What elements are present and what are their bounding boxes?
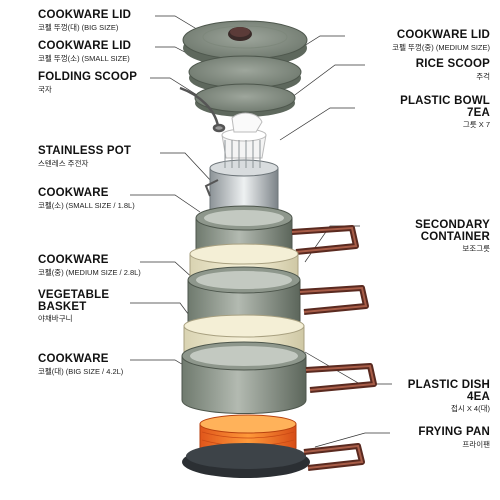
- label-title: COOKWARE: [38, 187, 109, 199]
- small-lid: [194, 83, 296, 117]
- label-subtitle: 코펠(대) (BIG SIZE / 4.2L): [38, 366, 124, 376]
- label-title: PLASTIC DISH 4EA: [407, 379, 490, 403]
- label-plastic-dish: PLASTIC DISH 4EA 접시 X 4(대): [390, 379, 490, 413]
- label-subtitle: 코펠 뚜껑(중) (MEDIUM SIZE): [392, 42, 490, 52]
- label-title: FRYING PAN: [418, 426, 490, 438]
- label-title: SECONDARY CONTAINER: [415, 219, 490, 243]
- label-rice-scoop: RICE SCOOP 주걱: [415, 58, 490, 81]
- label-cookware-small: COOKWARE 코펠(소) (SMALL SIZE / 1.8L): [38, 187, 135, 210]
- label-title: COOKWARE LID: [396, 29, 490, 41]
- label-subtitle: 그릇 X 7: [462, 120, 490, 129]
- big-lid: [182, 20, 308, 67]
- label-cookware-lid-small: COOKWARE LID 코펠 뚜껑(소) (SMALL SIZE): [38, 40, 132, 63]
- plastic-bowls: [221, 112, 267, 159]
- label-title: FOLDING SCOOP: [38, 71, 138, 83]
- label-secondary-container: SECONDARY CONTAINER 보조그릇: [380, 219, 490, 253]
- label-cookware-lid-big: COOKWARE LID 코펠 뚜껑(대) (BIG SIZE): [38, 9, 132, 32]
- label-subtitle: 국자: [38, 84, 52, 94]
- label-subtitle: 접시 X 4(대): [450, 404, 490, 413]
- label-title: VEGETABLE BASKET: [38, 289, 110, 313]
- label-title: COOKWARE: [38, 254, 109, 266]
- label-subtitle: 코펠 뚜껑(대) (BIG SIZE): [38, 22, 119, 32]
- label-plastic-bowl: PLASTIC BOWL 7EA 그릇 X 7: [400, 95, 490, 129]
- label-vegetable-basket: VEGETABLE BASKET 야채바구니: [38, 289, 148, 323]
- label-cookware-medium: COOKWARE 코펠(중) (MEDIUM SIZE / 2.8L): [38, 254, 141, 277]
- frying-pan: [182, 443, 365, 478]
- label-title: COOKWARE LID: [38, 40, 132, 52]
- label-subtitle: 주걱: [476, 71, 490, 81]
- label-title: COOKWARE LID: [38, 9, 132, 21]
- label-cookware-big: COOKWARE 코펠(대) (BIG SIZE / 4.2L): [38, 353, 124, 376]
- label-subtitle: 코펠(소) (SMALL SIZE / 1.8L): [38, 200, 135, 210]
- label-title: PLASTIC BOWL 7EA: [400, 95, 490, 119]
- label-subtitle: 코펠 뚜껑(소) (SMALL SIZE): [38, 53, 130, 63]
- label-title: RICE SCOOP: [415, 58, 490, 70]
- label-title: STAINLESS POT: [38, 145, 132, 157]
- label-subtitle: 코펠(중) (MEDIUM SIZE / 2.8L): [38, 267, 141, 277]
- big-cookware: [181, 341, 377, 414]
- label-subtitle: 야채바구니: [38, 314, 73, 323]
- label-folding-scoop: FOLDING SCOOP 국자: [38, 71, 138, 94]
- label-subtitle: 보조그릇: [462, 244, 490, 253]
- label-subtitle: 프라이팬: [462, 439, 490, 449]
- folding-scoop: [179, 86, 226, 133]
- label-cookware-lid-medium: COOKWARE LID 코펠 뚜껑(중) (MEDIUM SIZE): [392, 29, 490, 52]
- label-subtitle: 스텐레스 주전자: [38, 158, 89, 168]
- label-frying-pan: FRYING PAN 프라이팬: [418, 426, 490, 449]
- label-title: COOKWARE: [38, 353, 109, 365]
- label-stainless-pot: STAINLESS POT 스텐레스 주전자: [38, 145, 132, 168]
